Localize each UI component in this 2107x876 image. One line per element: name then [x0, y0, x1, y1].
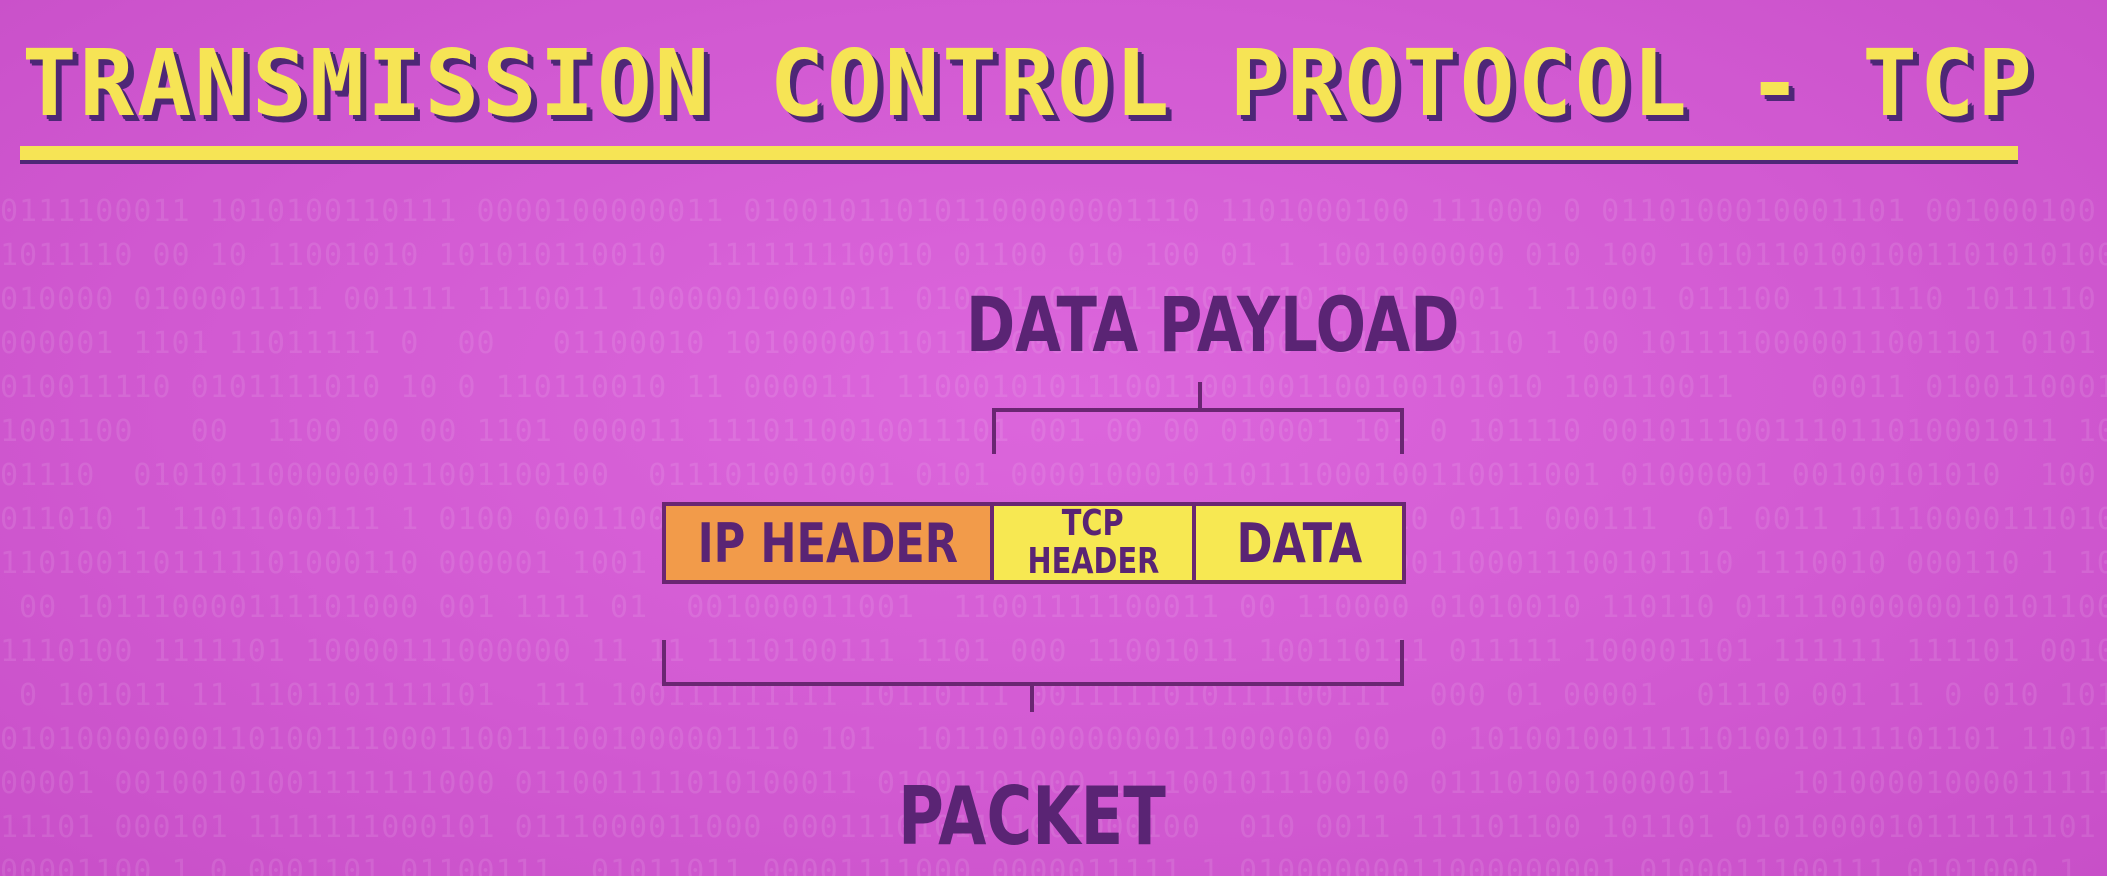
title-underline: [20, 146, 2018, 160]
tcp-header-segment: TCP HEADER: [990, 502, 1196, 584]
data-segment: DATA: [1192, 502, 1406, 584]
tcp-header-label-line2: HEADER: [1027, 541, 1159, 582]
packet-bracket: [662, 640, 1404, 712]
ip-header-label: IP HEADER: [697, 511, 959, 575]
data-payload-label: DATA PAYLOAD: [966, 280, 1460, 369]
data-label: DATA: [1236, 511, 1362, 575]
page-title: TRANSMISSION CONTROL PROTOCOL - TCP: [22, 30, 2035, 137]
data-payload-bracket: [992, 382, 1404, 454]
ip-header-segment: IP HEADER: [662, 502, 994, 584]
tcp-header-label-line1: TCP: [1062, 503, 1124, 544]
packet-label: PACKET: [898, 770, 1166, 863]
